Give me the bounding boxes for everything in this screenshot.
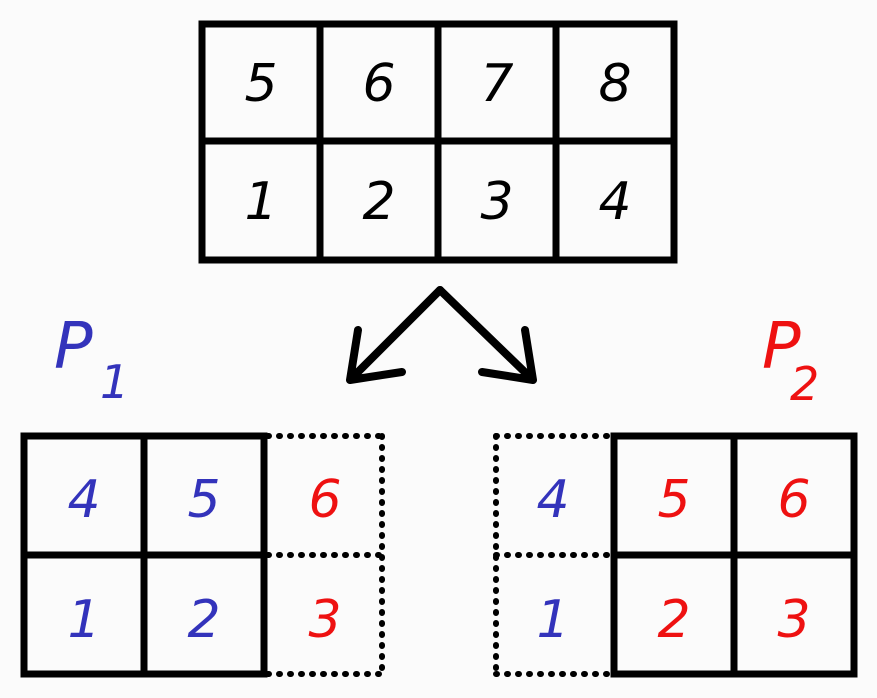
p1-ghost-cell-r1: 6 [308, 470, 341, 530]
p1-cell-r2c2: 2 [187, 590, 220, 650]
top-grid [198, 20, 678, 264]
p1-label-subscript: 1 [100, 355, 129, 409]
p1-label-letter: P [54, 310, 93, 384]
top-cell-r1c1: 5 [244, 54, 277, 114]
p2-grid-values: 4 5 6 1 2 3 [536, 470, 810, 650]
p1-cell-r1c2: 5 [187, 470, 220, 530]
p2-cell-r1c2: 6 [777, 470, 810, 530]
p1-grid-values: 4 5 6 1 2 3 [67, 470, 341, 650]
split-arrows [346, 286, 537, 384]
p2-label-letter: P [762, 310, 801, 384]
p2-ghost-cell-r2: 1 [536, 590, 569, 650]
right-arrow-icon [436, 286, 537, 384]
p2-ghost-column [493, 433, 613, 677]
p2-cell-r2c1: 2 [657, 590, 690, 650]
top-cell-r1c3: 7 [480, 54, 513, 114]
p1-cell-r1c1: 4 [67, 470, 100, 530]
p1-label: P 1 [54, 310, 129, 409]
p1-ghost-column [265, 433, 385, 677]
p2-cell-r1c1: 5 [657, 470, 690, 530]
top-cell-r2c4: 4 [598, 172, 631, 232]
p1-cell-r2c1: 1 [67, 590, 100, 650]
p2-label-subscript: 2 [790, 357, 819, 411]
top-cell-r2c1: 1 [244, 172, 277, 232]
top-cell-r1c2: 6 [362, 54, 395, 114]
left-arrow-icon [346, 286, 444, 384]
p2-label: P 2 [762, 310, 819, 411]
top-cell-r1c4: 8 [598, 54, 631, 114]
p2-grid [610, 432, 858, 678]
top-grid-values: 5 6 7 8 1 2 3 4 [244, 54, 631, 232]
p2-cell-r2c2: 3 [777, 590, 810, 650]
p2-ghost-cell-r1: 4 [536, 470, 569, 530]
top-cell-r2c3: 3 [480, 172, 513, 232]
p1-grid [20, 432, 268, 678]
top-cell-r2c2: 2 [362, 172, 395, 232]
p1-ghost-cell-r2: 3 [308, 590, 341, 650]
